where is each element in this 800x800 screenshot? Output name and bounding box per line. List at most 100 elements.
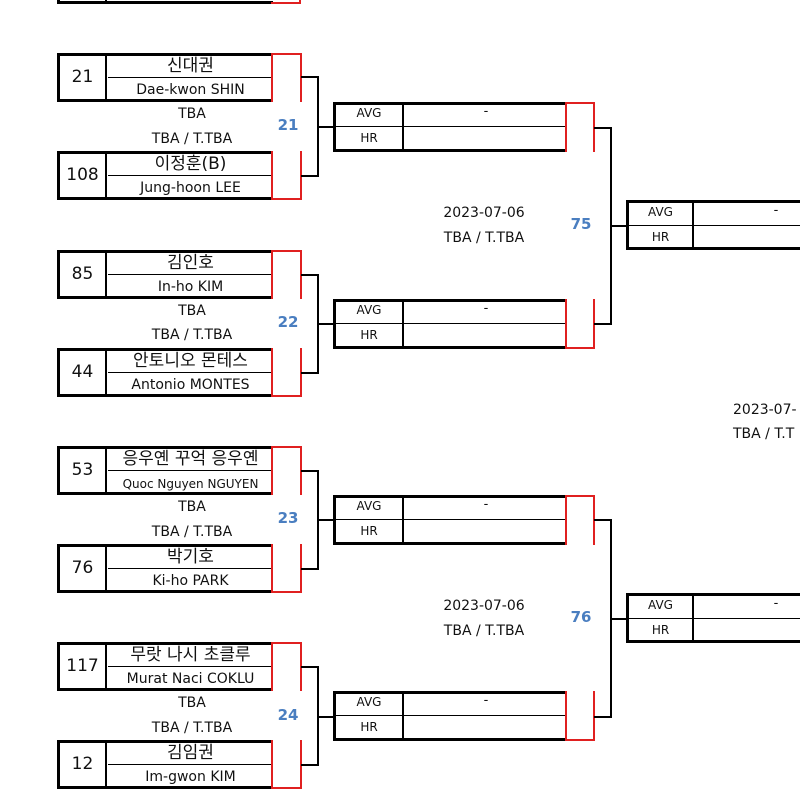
divider — [108, 274, 273, 275]
player-card — [57, 53, 273, 102]
bracket-line — [594, 716, 612, 718]
seed-number: 85 — [71, 264, 94, 284]
stats-box — [626, 200, 800, 250]
match-date: TBA — [178, 695, 206, 711]
player-name-ko: 이정훈(B) — [154, 154, 227, 174]
divider — [105, 740, 107, 789]
red-bracket — [271, 0, 301, 4]
seed-number: 12 — [71, 754, 94, 774]
stats-box — [333, 102, 567, 152]
match-number: 21 — [277, 116, 299, 134]
match-date: TBA — [178, 499, 206, 515]
seed-number: 117 — [66, 656, 99, 676]
match-number: 24 — [277, 706, 299, 724]
bracket-line — [301, 76, 319, 78]
divider — [336, 519, 567, 520]
avg-value: - — [773, 203, 779, 218]
bracket-line — [317, 126, 335, 128]
avg-label: AVG — [356, 499, 382, 513]
bracket-line — [317, 519, 335, 521]
avg-label: AVG — [648, 598, 673, 612]
divider — [105, 544, 107, 593]
bracket-line — [317, 323, 335, 325]
player-card — [57, 151, 273, 200]
divider — [336, 715, 567, 716]
divider — [108, 175, 273, 176]
red-bracket — [271, 348, 302, 397]
seed-number: 21 — [71, 67, 94, 87]
hr-label: HR — [651, 230, 670, 244]
bracket-line — [301, 568, 319, 570]
divider — [629, 618, 800, 619]
bracket-line — [594, 519, 612, 521]
player-card — [57, 446, 273, 495]
bracket-line — [301, 470, 319, 472]
bracket-line — [594, 323, 612, 325]
bracket-line — [610, 618, 628, 620]
match-number: 22 — [277, 313, 299, 331]
player-name-en: Quoc Nguyen NGUYEN — [122, 477, 259, 491]
red-bracket — [565, 495, 595, 545]
player-name-ko: 박기호 — [167, 547, 214, 567]
hr-label: HR — [360, 328, 378, 342]
divider — [105, 348, 107, 397]
match-number: 75 — [570, 215, 592, 233]
red-bracket — [271, 250, 302, 299]
match-date: TBA — [178, 106, 206, 122]
avg-value: - — [773, 596, 779, 611]
divider — [336, 323, 567, 324]
avg-label: AVG — [356, 695, 382, 709]
match-date: 2023-07- — [733, 402, 797, 418]
player-name-en: Ki-ho PARK — [152, 573, 229, 589]
avg-label: AVG — [356, 303, 382, 317]
player-name-en: In-ho KIM — [157, 279, 224, 295]
hr-label: HR — [651, 623, 670, 637]
match-venue: TBA / T.TBA — [443, 623, 525, 639]
bracket-line — [610, 225, 628, 227]
player-name-ko: 응우옌 꾸억 응우옌 — [122, 449, 259, 469]
divider — [105, 642, 107, 691]
bracket-line — [301, 175, 319, 177]
divider — [108, 568, 273, 569]
divider — [402, 495, 404, 545]
seed-number: 76 — [71, 558, 94, 578]
divider — [402, 691, 404, 741]
bracket-line — [301, 764, 319, 766]
player-name-ko: 안토니오 몬테스 — [133, 351, 248, 371]
divider — [629, 225, 800, 226]
avg-value: - — [483, 104, 489, 119]
match-date: 2023-07-06 — [443, 598, 525, 614]
avg-value: - — [483, 693, 489, 708]
player-name-ko: 김임권 — [167, 743, 214, 763]
player-card — [57, 642, 273, 691]
seed-number: 53 — [71, 460, 94, 480]
divider — [108, 372, 273, 373]
red-bracket — [271, 53, 302, 102]
player-name-ko: 신대권 — [167, 56, 214, 76]
hr-label: HR — [360, 524, 378, 538]
stats-box — [333, 691, 567, 741]
bracket-line — [594, 127, 612, 129]
match-venue: TBA / T.TBA — [151, 131, 233, 147]
stats-box — [626, 593, 800, 643]
player-name-en: Jung-hoon LEE — [140, 180, 241, 196]
divider — [402, 299, 404, 349]
red-bracket — [565, 102, 595, 152]
player-card — [57, 250, 273, 299]
avg-value: - — [483, 497, 489, 512]
match-venue: TBA / T.T — [733, 426, 795, 442]
player-name-en: Murat Naci COKLU — [126, 671, 255, 687]
seed-number: 108 — [66, 165, 99, 185]
player-name-ko: 무랏 나시 초클루 — [130, 645, 251, 665]
match-number: 23 — [277, 509, 299, 527]
divider — [108, 764, 273, 765]
avg-label: AVG — [356, 106, 382, 120]
match-venue: TBA / T.TBA — [151, 720, 233, 736]
player-name-en: Dae-kwon SHIN — [136, 82, 245, 98]
divider — [108, 666, 273, 667]
hr-label: HR — [360, 131, 378, 145]
divider — [108, 77, 273, 78]
player-card — [57, 740, 273, 789]
player-name-ko: 김인호 — [167, 253, 214, 273]
stats-box — [333, 299, 567, 349]
